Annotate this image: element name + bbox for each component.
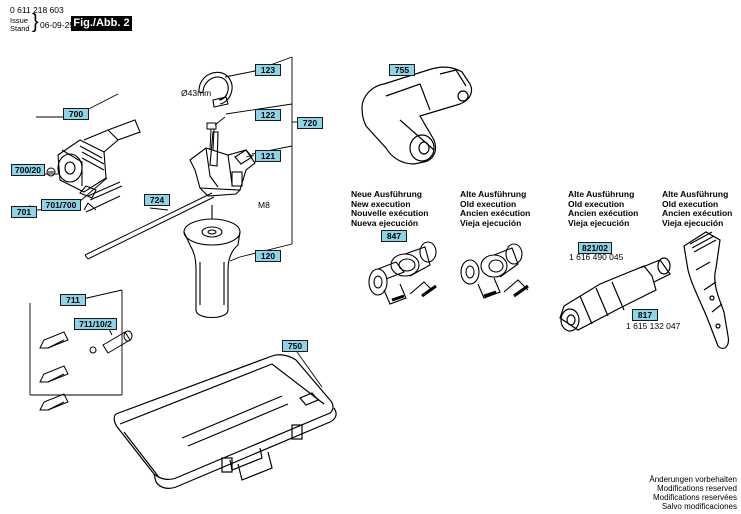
- part-label-700-20: 700/20: [11, 164, 45, 176]
- issue-label: Issue: [10, 16, 28, 25]
- handle-holder: [189, 131, 256, 197]
- execution-old-2: Alte Ausführung Old execution Ancien exé…: [568, 189, 639, 228]
- part-label-701: 701: [11, 206, 37, 218]
- note-es: Salvo modificaciones: [661, 502, 737, 511]
- depth-stop-rod: [84, 192, 215, 260]
- housing-half: [683, 231, 729, 349]
- execution-old-1: Alte Ausführung Old execution Ancien exé…: [460, 189, 531, 228]
- issue-date: 06-09-25: [40, 20, 75, 30]
- carrying-case: [113, 354, 337, 489]
- stand-label: Stand: [10, 24, 30, 33]
- part-label-122: 122: [255, 109, 281, 121]
- clamp-ring: [198, 71, 233, 108]
- part-number-817: 1 615 132 047: [626, 321, 681, 331]
- note-fr: Modifications reservées: [652, 493, 737, 502]
- execution-old-1-de: Alte Ausführung: [460, 189, 527, 199]
- seal-set-new: [368, 241, 437, 305]
- part-label-847: 847: [381, 230, 407, 242]
- execution-old-2-en: Old execution: [568, 198, 625, 209]
- execution-old-1-en: Old execution: [460, 198, 517, 209]
- part-label-700: 700: [63, 108, 89, 120]
- execution-new-en: New execution: [351, 198, 411, 209]
- part-label-750: 750: [282, 340, 308, 352]
- drill-chuck: [57, 119, 141, 193]
- part-number-821: 1 616 490 045: [569, 252, 624, 262]
- part-label-121: 121: [255, 150, 281, 162]
- execution-old-2-fr: Ancien exécution: [568, 208, 639, 218]
- part-label-720: 720: [297, 117, 323, 129]
- execution-old-2-de: Alte Ausführung: [568, 189, 635, 199]
- execution-old-1-fr: Ancien exécution: [460, 208, 531, 218]
- part-label-821-02: 821/02: [578, 242, 612, 254]
- execution-old-2-es: Vieja ejecución: [568, 217, 630, 228]
- execution-old-3-es: Vieja ejecución: [662, 217, 724, 228]
- execution-old-3-de: Alte Ausführung: [662, 189, 729, 199]
- part-label-755: 755: [389, 64, 415, 76]
- part-label-724: 724: [144, 194, 170, 206]
- part-label-120: 120: [255, 250, 281, 262]
- seal-set-old-1: [460, 243, 529, 299]
- angle-adapter: [361, 66, 473, 165]
- diameter-annotation: Ø43mm: [181, 88, 212, 98]
- part-label-701-700: 701/700: [41, 199, 81, 211]
- part-label-711-10-2: 711/10/2: [74, 318, 117, 330]
- note-en: Modifications reserved: [656, 484, 737, 493]
- execution-new-de: Neue Ausführung: [351, 189, 422, 199]
- thread-annotation: M8: [258, 200, 270, 210]
- part-label-711: 711: [60, 294, 86, 306]
- execution-old-3: Alte Ausführung Old execution Ancien exé…: [662, 189, 733, 228]
- execution-old-3-fr: Ancien exécution: [662, 208, 733, 218]
- execution-new: Neue Ausführung New execution Nouvelle e…: [351, 189, 429, 228]
- side-handle: [183, 205, 241, 319]
- execution-old-3-en: Old execution: [662, 198, 719, 209]
- modifications-note: Änderungen vorbehalten Modifications res…: [649, 475, 737, 511]
- part-label-817: 817: [632, 309, 658, 321]
- screwdriver-bits: [39, 330, 133, 411]
- part-number: 0 611 218 603: [10, 5, 64, 15]
- figure-title: Fig./Abb. 2: [71, 16, 132, 31]
- brace-glyph: }: [32, 11, 39, 33]
- part-label-123: 123: [255, 64, 281, 76]
- note-de: Änderungen vorbehalten: [649, 475, 737, 484]
- execution-new-es: Nueva ejecución: [351, 217, 419, 228]
- execution-old-1-es: Vieja ejecución: [460, 217, 522, 228]
- spindle-assembly: [559, 257, 671, 332]
- chuck-screw: [46, 167, 56, 177]
- execution-new-fr: Nouvelle exécution: [351, 208, 429, 218]
- chuck-key: [79, 181, 123, 213]
